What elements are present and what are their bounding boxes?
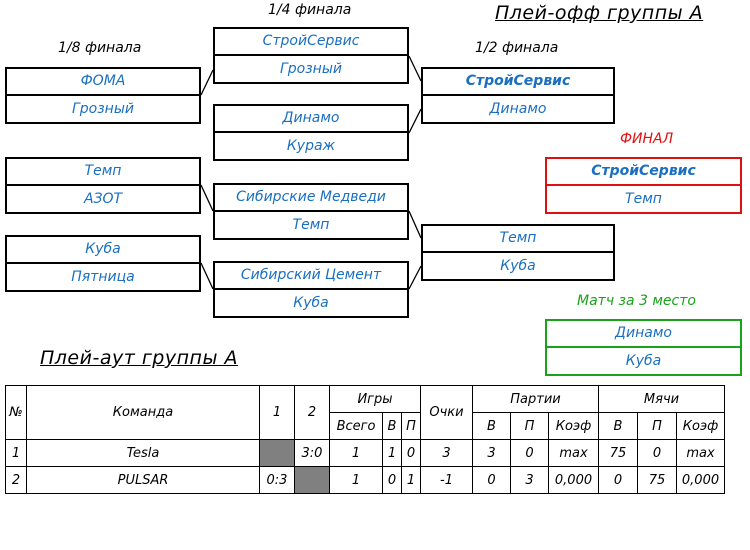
header-games-lost: П [401,412,421,440]
header-sets-coef: Коэф [548,412,599,440]
row-sets-coef: 0,000 [548,466,599,494]
header-sets: Партии [472,385,599,413]
header-row: № Команда 1 2 Игры Очки Партии Мячи [5,385,725,440]
header-balls-lost: П [637,412,677,440]
team-name: Пятница [71,268,135,285]
team-name: Куба [7,237,199,264]
row-num: 2 [5,466,27,494]
row-num: 1 [5,439,27,467]
quarterfinal-label: 1/4 финала [268,2,352,18]
qf-match-4: Сибирский Цемент Куба [213,261,409,318]
table-row: 1 Tesla 3:0 1 1 0 3 3 0 max 75 0 max [5,439,725,467]
team-name: Куба [500,257,536,274]
header-points: Очки [420,385,473,440]
standings-table: № Команда 1 2 Игры Очки Партии Мячи Всег… [5,385,725,494]
team-name: Динамо [489,100,547,117]
header-games-total: Всего [329,412,383,440]
row-sets-lost: 0 [510,439,549,467]
team-name: Кураж [286,137,336,154]
team-name: Темп [423,226,613,253]
row-games-total: 1 [329,439,383,467]
final-match: СтройСервис Темп [545,157,742,214]
row-points: 3 [420,439,473,467]
table-row: 2 PULSAR 0:3 1 0 1 -1 0 3 0,000 0 75 0,0… [5,466,725,494]
row-balls-lost: 75 [637,466,677,494]
sf-match-1: СтройСервис Динамо [421,67,615,124]
row-sets-won: 3 [472,439,511,467]
team-name: Сибирские Медведи [215,185,407,212]
header-balls: Мячи [598,385,725,413]
team-name: СтройСервис [547,159,740,186]
row-sets-won: 0 [472,466,511,494]
third-place-label: Матч за 3 место [577,293,696,309]
final-label: ФИНАЛ [620,131,674,147]
header-team: Команда [26,385,260,440]
team-name: Куба [293,294,329,311]
row-balls-won: 0 [598,466,638,494]
row-balls-lost: 0 [637,439,677,467]
row-sets-lost: 3 [510,466,549,494]
self-match-cell [294,466,330,494]
team-name: Сибирский Цемент [215,263,407,290]
qf-match-3: Сибирские Медведи Темп [213,183,409,240]
header-balls-coef: Коэф [676,412,725,440]
row-games-won: 1 [382,439,402,467]
header-games: Игры [329,385,421,413]
team-name: Грозный [71,100,134,117]
row-points: -1 [420,466,473,494]
row-result-2: 3:0 [294,439,330,467]
self-match-cell [259,439,295,467]
playoff-title: Плей-офф группы А [495,2,704,24]
round-of-16-label: 1/8 финала [58,40,142,56]
team-name: СтройСервис [215,29,407,56]
team-name: Темп [292,216,330,233]
header-balls-won: В [598,412,638,440]
header-num: № [5,385,27,440]
team-name: Куба [625,352,662,369]
team-name: ФОМА [7,69,199,96]
header-sets-lost: П [510,412,549,440]
row-balls-coef: 0,000 [676,466,725,494]
team-name: Темп [625,190,662,207]
row-result-1: 0:3 [259,466,295,494]
team-name: Динамо [215,106,407,133]
r16-match-1: ФОМА Грозный [5,67,201,124]
r16-match-3: Куба Пятница [5,235,201,292]
qf-match-1: СтройСервис Грозный [213,27,409,84]
row-team: PULSAR [26,466,260,494]
playout-title: Плей-аут группы А [40,347,238,369]
third-place-match: Динамо Куба [545,319,742,376]
row-sets-coef: max [548,439,599,467]
row-balls-coef: max [676,439,725,467]
row-games-won: 0 [382,466,402,494]
row-games-lost: 1 [401,466,421,494]
row-balls-won: 75 [598,439,638,467]
team-name: СтройСервис [423,69,613,96]
header-col-2: 2 [294,385,330,440]
team-name: Грозный [279,60,342,77]
header-sets-won: В [472,412,511,440]
r16-match-2: Темп АЗОТ [5,157,201,214]
row-games-total: 1 [329,466,383,494]
semifinal-label: 1/2 финала [475,40,559,56]
sf-match-2: Темп Куба [421,224,615,281]
header-col-1: 1 [259,385,295,440]
team-name: Динамо [547,321,740,348]
row-games-lost: 0 [401,439,421,467]
team-name: Темп [7,159,199,186]
subheader-row: Всего В П В П Коэф В П Коэф [6,412,725,440]
header-games-won: В [382,412,402,440]
qf-match-2: Динамо Кураж [213,104,409,161]
row-team: Tesla [26,439,260,467]
team-name: АЗОТ [83,190,123,207]
